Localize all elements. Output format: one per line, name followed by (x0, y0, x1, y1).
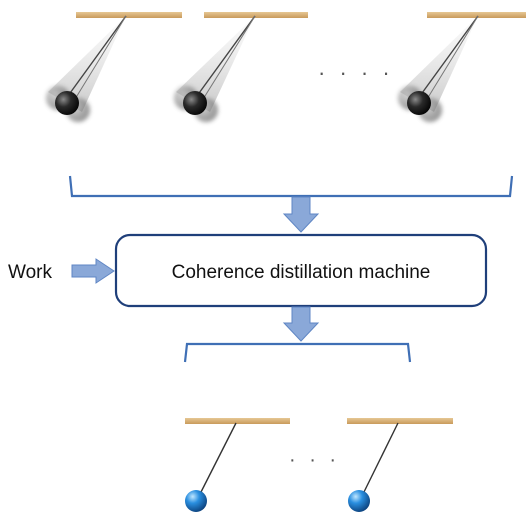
pendulum-string (193, 15, 256, 101)
hanger-bar (427, 12, 526, 18)
output-pendulum-2 (347, 418, 453, 512)
hanger-bar (204, 12, 308, 18)
pendulum-string (199, 15, 256, 105)
input-pendulum-1 (46, 12, 182, 122)
pendulum-string (71, 15, 127, 105)
pendulum-string (64, 15, 127, 101)
right-arrow-icon (71, 258, 115, 284)
coherent-pendulum-icon (348, 490, 370, 512)
hanger-bar (347, 418, 453, 424)
machine-box (114, 233, 488, 308)
input-pendulum-3 (398, 12, 526, 122)
pendulum-string (416, 15, 479, 101)
incoherent-pendulum-icon (174, 86, 218, 122)
machine-label: Coherence distillation machine (172, 262, 431, 283)
down-arrow-icon (282, 306, 320, 342)
work-label: Work (8, 262, 52, 283)
pendulum-string (362, 422, 399, 495)
hanger-bar (76, 12, 182, 18)
incoherent-pendulum-icon (398, 86, 442, 122)
input-ellipsis: · · · · (318, 60, 394, 85)
incoherent-pendulum-icon (46, 86, 90, 122)
output-ellipsis: · · · (289, 449, 340, 471)
pendulum-string (423, 15, 479, 105)
coherent-pendulum-icon (185, 490, 207, 512)
input-pendulum-2 (174, 12, 308, 122)
swing-cone (176, 16, 255, 112)
input-bracket (68, 175, 514, 198)
output-bracket (183, 342, 412, 363)
output-pendulum-1 (185, 418, 290, 512)
swing-cone (48, 16, 126, 112)
down-arrow-icon (282, 196, 320, 233)
swing-cone (400, 16, 478, 112)
pendulum-string (199, 422, 237, 495)
hanger-bar (185, 418, 290, 424)
